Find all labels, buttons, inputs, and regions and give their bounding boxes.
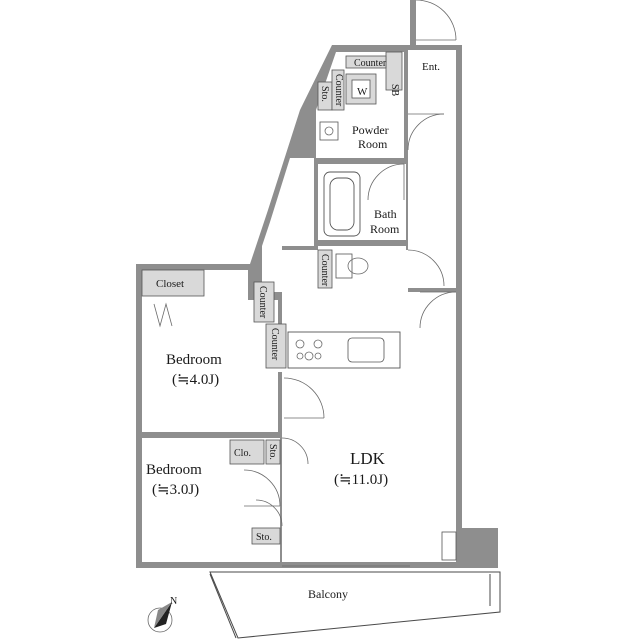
label-shoe-box: SB — [389, 84, 400, 97]
label-sto-bedroom: Sto. — [267, 444, 278, 460]
label-entrance: Ent. — [422, 61, 440, 73]
label-bedroom-2: Bedroom — [146, 462, 202, 478]
balcony — [209, 565, 501, 639]
fixtures — [141, 51, 457, 561]
label-sto-powder: Sto. — [319, 86, 330, 102]
label-balcony: Balcony — [308, 587, 348, 601]
label-bedroom-1: Bedroom — [166, 352, 222, 368]
clo-box — [229, 439, 265, 465]
label-bath-room: Room — [370, 222, 400, 236]
label-counter-toilet: Counter — [319, 254, 330, 287]
label-north: N — [170, 596, 177, 607]
label-bath: Bath — [374, 207, 397, 221]
label-counter-corridor: Counter — [257, 286, 268, 319]
label-clo: Clo. — [234, 448, 251, 459]
labels: Ent. SB W Powder Room Bath Room Bedroom … — [146, 58, 440, 607]
label-powder-room: Room — [358, 137, 388, 151]
label-bedroom-2-size: (≒3.0J) — [152, 482, 199, 498]
north-compass — [147, 602, 173, 633]
label-powder: Powder — [352, 123, 389, 137]
label-ldk-size: (≒11.0J) — [334, 472, 388, 488]
label-bedroom-1-size: (≒4.0J) — [172, 372, 219, 388]
label-ldk: LDK — [350, 449, 386, 468]
label-counter-washer: Counter — [333, 74, 344, 107]
label-counter-kitchen: Counter — [269, 328, 280, 361]
closet-box — [141, 269, 205, 297]
label-washer: W — [357, 86, 368, 98]
doors — [243, 0, 457, 527]
label-closet: Closet — [156, 278, 184, 290]
label-sto-bottom: Sto. — [256, 532, 272, 543]
label-counter-top: Counter — [354, 58, 387, 69]
